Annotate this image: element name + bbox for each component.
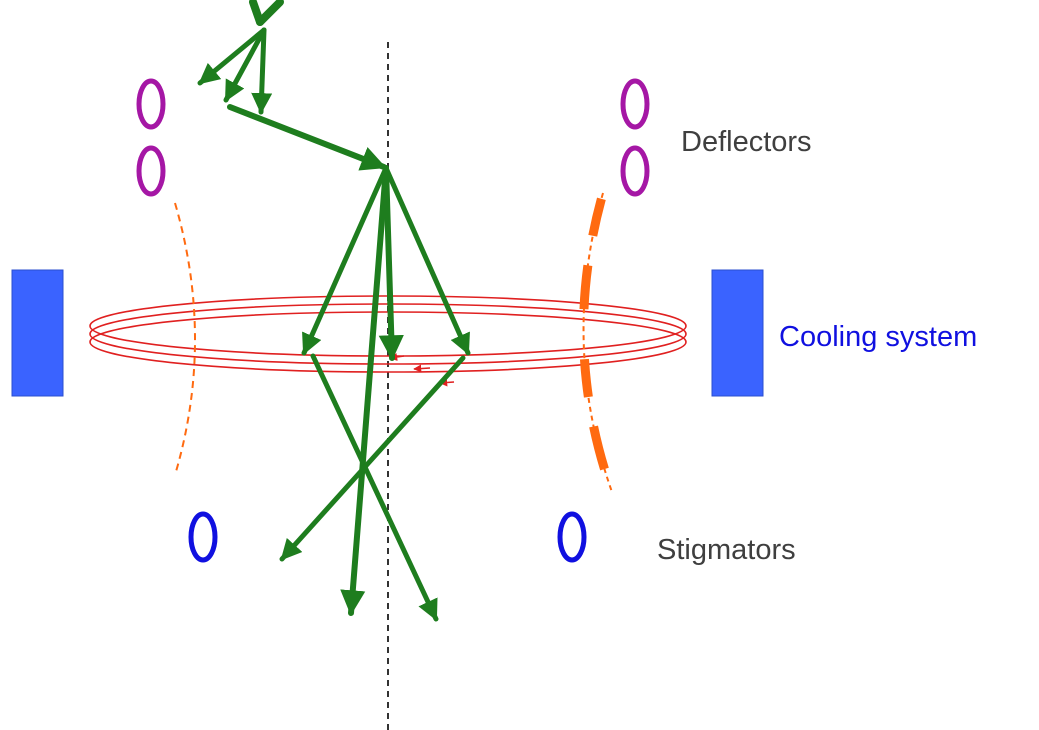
- stigmators-label: Stigmators: [657, 534, 796, 566]
- deflector-coil: [136, 145, 166, 197]
- deflectors-left: [136, 78, 166, 197]
- electrode-left: [174, 202, 196, 476]
- beam-ray-to-right: [383, 165, 471, 356]
- electrode-right-thick: [579, 191, 617, 494]
- stigmator-left: [188, 511, 218, 563]
- beam-ray-right: [251, 27, 273, 115]
- cooling-system-label: Cooling system: [779, 321, 977, 353]
- beam-cross-right: [279, 355, 466, 562]
- beam-top-v-right: [256, 0, 284, 26]
- beam-ray-left: [197, 27, 267, 86]
- beam-ray-middle: [223, 27, 267, 103]
- beam-ray-to-left: [301, 165, 389, 356]
- beam-ray-long: [340, 165, 389, 616]
- electron-beam: [197, 0, 471, 622]
- deflector-coil: [136, 78, 166, 130]
- beam-deflected: [227, 104, 387, 171]
- deflectors-right: [620, 78, 650, 197]
- stigmator-right: [557, 511, 587, 563]
- beam-ray-axial: [378, 165, 404, 361]
- deflector-coil: [620, 145, 650, 197]
- ring-arrow-2: [413, 364, 431, 373]
- cooling-block-right: [711, 269, 764, 397]
- deflector-coil: [620, 78, 650, 130]
- deflectors-label: Deflectors: [681, 126, 812, 158]
- cooling-block-left: [11, 269, 64, 397]
- beam-cross-left: [310, 353, 439, 622]
